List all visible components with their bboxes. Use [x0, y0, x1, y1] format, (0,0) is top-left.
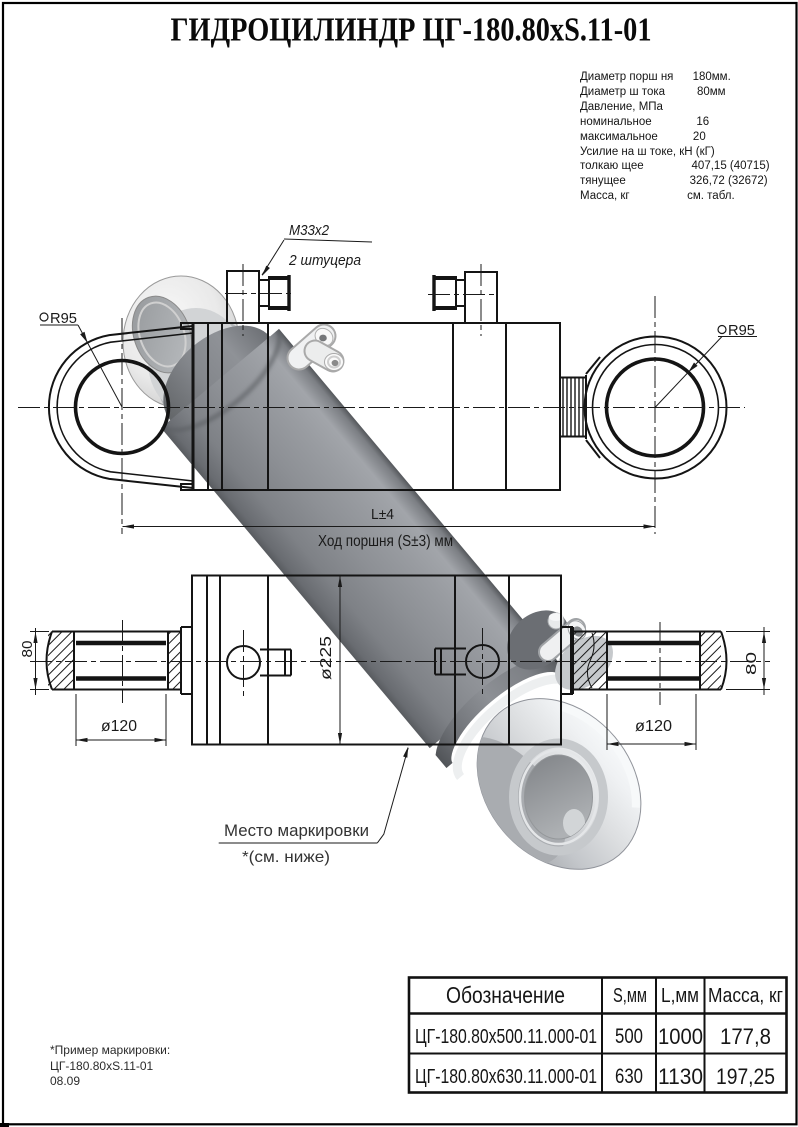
svg-text:Ход поршня (S±3) мм: Ход поршня (S±3) мм [318, 533, 453, 550]
svg-text:ø225: ø225 [318, 636, 335, 680]
svg-text:630: 630 [615, 1065, 643, 1088]
svg-text:S,мм: S,мм [613, 985, 647, 1007]
svg-text:Обозначение: Обозначение [446, 982, 565, 1008]
svg-text:L±4: L±4 [371, 506, 394, 523]
svg-text:ø120: ø120 [101, 718, 137, 735]
svg-text:80: 80 [19, 641, 36, 658]
svg-text:М33х2: М33х2 [289, 222, 330, 239]
svg-text:2 штуцера: 2 штуцера [288, 252, 361, 269]
svg-text:R95: R95 [50, 310, 77, 327]
svg-text:Место маркировки: Место маркировки [224, 822, 369, 840]
svg-text:1130: 1130 [658, 1064, 703, 1089]
svg-text:177,8: 177,8 [720, 1024, 771, 1049]
svg-text:ГИДРОЦИЛИНДР ЦГ-180.80хS.11-01: ГИДРОЦИЛИНДР ЦГ-180.80хS.11-01 [171, 12, 652, 49]
svg-text:ЦГ-180.80х630.11.000-01: ЦГ-180.80х630.11.000-01 [415, 1066, 597, 1088]
svg-text:ø120: ø120 [635, 718, 672, 735]
svg-text:197,25: 197,25 [716, 1064, 775, 1089]
svg-text:500: 500 [615, 1025, 643, 1048]
svg-text:80: 80 [743, 652, 760, 675]
svg-text:L,мм: L,мм [661, 985, 699, 1007]
svg-text:1000: 1000 [658, 1024, 703, 1049]
svg-text:ЦГ-180.80х500.11.000-01: ЦГ-180.80х500.11.000-01 [415, 1026, 597, 1048]
svg-text:R95: R95 [728, 322, 755, 339]
svg-text:*(см. ниже): *(см. ниже) [242, 849, 330, 866]
svg-text:Масса, кг: Масса, кг [708, 985, 783, 1007]
